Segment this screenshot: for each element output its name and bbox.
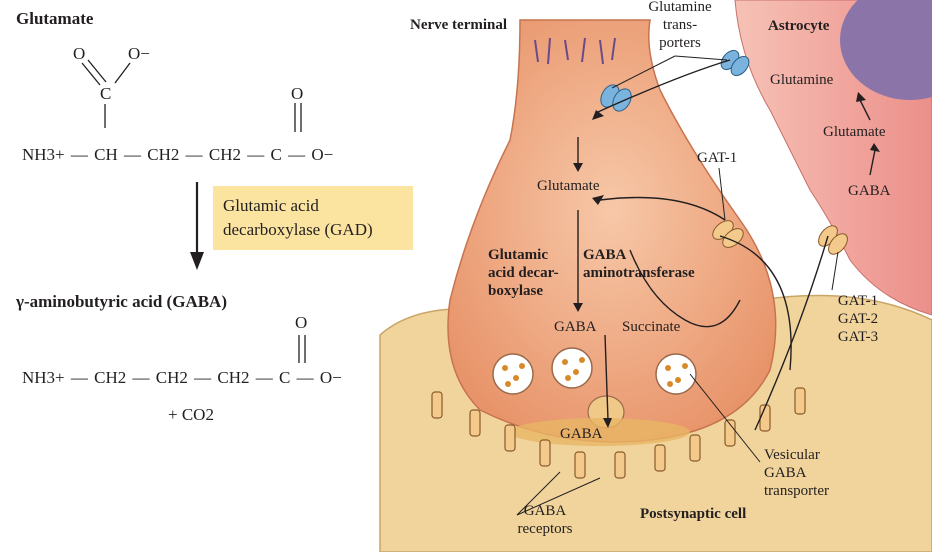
gaba-receptors-label: GABA receptors <box>517 503 573 537</box>
gaba-chain: NH3+ — CH2 — CH2 — CH2 — C — O− <box>22 368 342 388</box>
glutamine-transporters-label: Glutamine trans- porters <box>648 0 712 51</box>
gaba-cleft-label: GABA <box>560 426 603 442</box>
glu-o-top-left: O <box>73 44 86 63</box>
astrocyte-nucleus <box>840 0 932 100</box>
glu-o-top-right: O− <box>128 44 150 63</box>
gat-list-item: GAT-3 <box>837 329 879 345</box>
chain-part: — <box>70 145 88 164</box>
vesicular-transporter-label: Vesicular GABA transporter <box>764 447 829 499</box>
astrocyte-label: Astrocyte <box>768 18 830 34</box>
chain-part: — <box>296 368 314 387</box>
chain-part: — <box>185 145 203 164</box>
chain-part: — <box>255 368 273 387</box>
glutamate-chain: NH3+ — CH — CH2 — CH2 — C — O− <box>22 145 333 165</box>
chain-part: CH2 <box>155 368 188 387</box>
chain-part: NH3+ <box>22 145 65 164</box>
glu-c-top: C <box>100 84 112 103</box>
glutamate-title: Glutamate <box>16 9 94 28</box>
chain-part: — <box>132 368 150 387</box>
gad-enzyme-box: Glutamic acid decarboxylase (GAD) <box>213 186 413 250</box>
chain-part: CH2 <box>217 368 250 387</box>
gaba-transaminase-label: GABA aminotransferase <box>583 247 695 281</box>
chain-part: CH2 <box>208 145 242 164</box>
chain-part: O− <box>311 145 334 164</box>
gat-list: GAT-1 GAT-2 GAT-3 <box>833 292 883 346</box>
glutamine-transporter <box>600 49 750 112</box>
nerve-terminal-label: Nerve terminal <box>410 17 508 33</box>
gaba-terminal-label: GABA <box>554 319 597 335</box>
gat-list-item: GAT-1 <box>837 293 879 309</box>
chain-part: — <box>124 145 142 164</box>
glu-o-right: O <box>291 84 304 103</box>
postsynaptic-cell-label: Postsynaptic cell <box>640 506 747 522</box>
glutamate-astrocyte-label: Glutamate <box>823 124 886 140</box>
chain-part: NH3+ <box>22 368 65 387</box>
co2-label: + CO2 <box>168 405 214 424</box>
chain-part: CH <box>94 145 118 164</box>
chem-bonds <box>81 59 306 363</box>
gaba-o-top: O <box>295 313 308 332</box>
gaba-title: γ-aminobutyric acid (GABA) <box>16 292 227 311</box>
chain-part: CH2 <box>94 368 127 387</box>
glutamate-terminal-label: Glutamate <box>537 178 600 194</box>
chain-part: C <box>279 368 291 387</box>
gat1-label: GAT-1 <box>697 150 738 166</box>
chain-part: C <box>270 145 282 164</box>
chain-part: — <box>247 145 265 164</box>
gat-list-item: GAT-2 <box>837 311 879 327</box>
glutamine-label: Glutamine <box>770 72 834 88</box>
gaba-astrocyte-label: GABA <box>848 183 891 199</box>
chain-part: O− <box>319 368 342 387</box>
chain-part: — <box>194 368 212 387</box>
gad-label: Glutamic acid decar- boxylase <box>488 247 559 299</box>
chain-part: — <box>288 145 306 164</box>
chain-part: — <box>70 368 88 387</box>
succinate-label: Succinate <box>622 319 681 335</box>
chain-part: CH2 <box>147 145 180 164</box>
